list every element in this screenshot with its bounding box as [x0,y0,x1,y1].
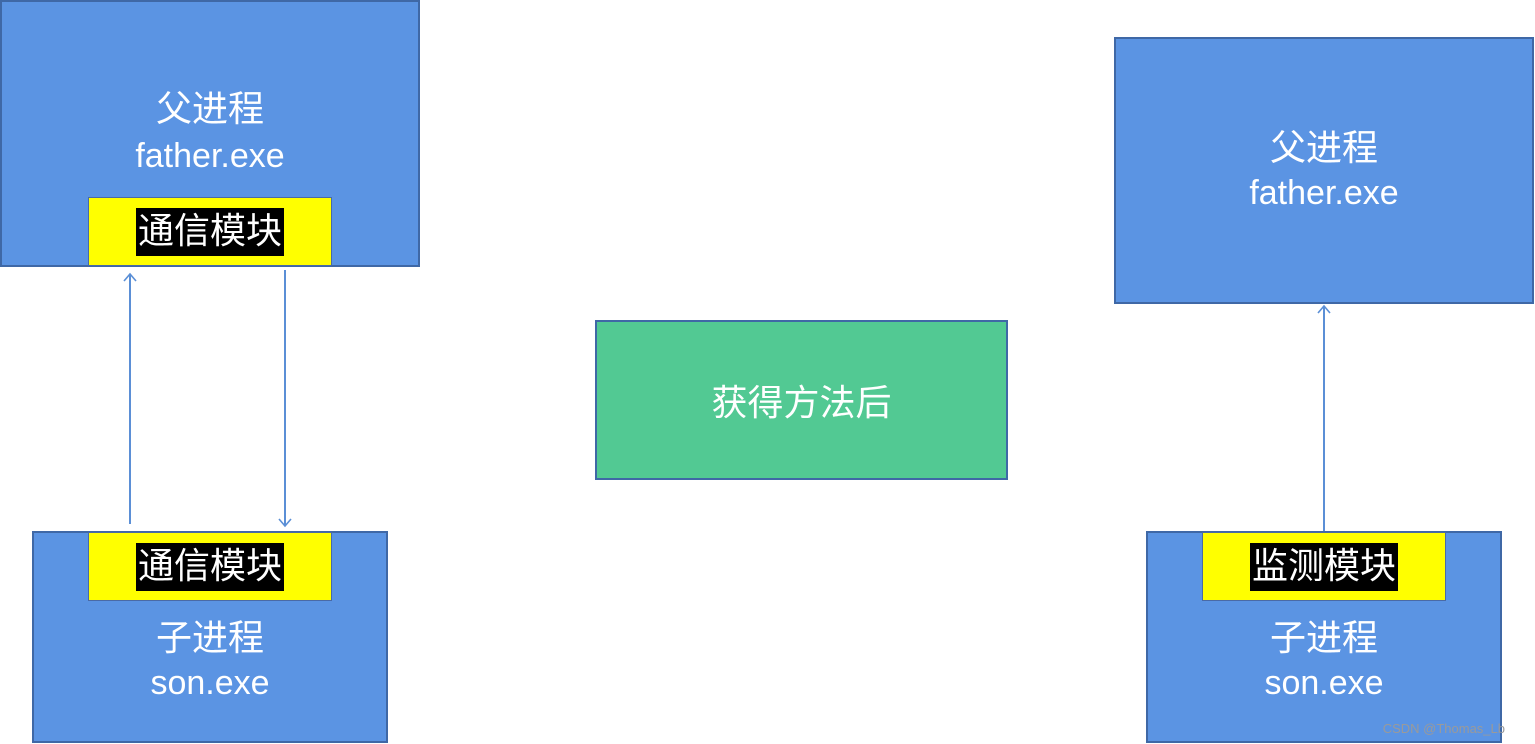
left-father-title: 父进程 [155,89,264,130]
watermark: CSDN @Thomas_Lb [1382,721,1505,736]
left-son-title: 子进程 [155,618,264,659]
right-son-monitor-module: 监测模块 [1202,532,1446,601]
right-father-process-box: 父进程 father.exe [1114,37,1534,304]
right-son-title: 子进程 [1269,618,1378,659]
center-label: 获得方法后 [711,383,892,424]
right-son-module-label: 监测模块 [1249,542,1398,591]
right-son-name: son.exe [1264,664,1384,702]
right-father-name: father.exe [1249,174,1399,212]
left-son-module-label: 通信模块 [135,542,284,591]
left-father-name: father.exe [135,137,285,175]
left-father-module-label: 通信模块 [135,207,284,256]
left-father-comm-module: 通信模块 [88,197,332,266]
left-son-comm-module: 通信模块 [88,532,332,601]
left-son-name: son.exe [150,664,270,702]
left-father-process-box: 父进程 father.exe [0,0,420,267]
center-label-box: 获得方法后 [595,320,1008,480]
right-father-title: 父进程 [1269,128,1378,169]
